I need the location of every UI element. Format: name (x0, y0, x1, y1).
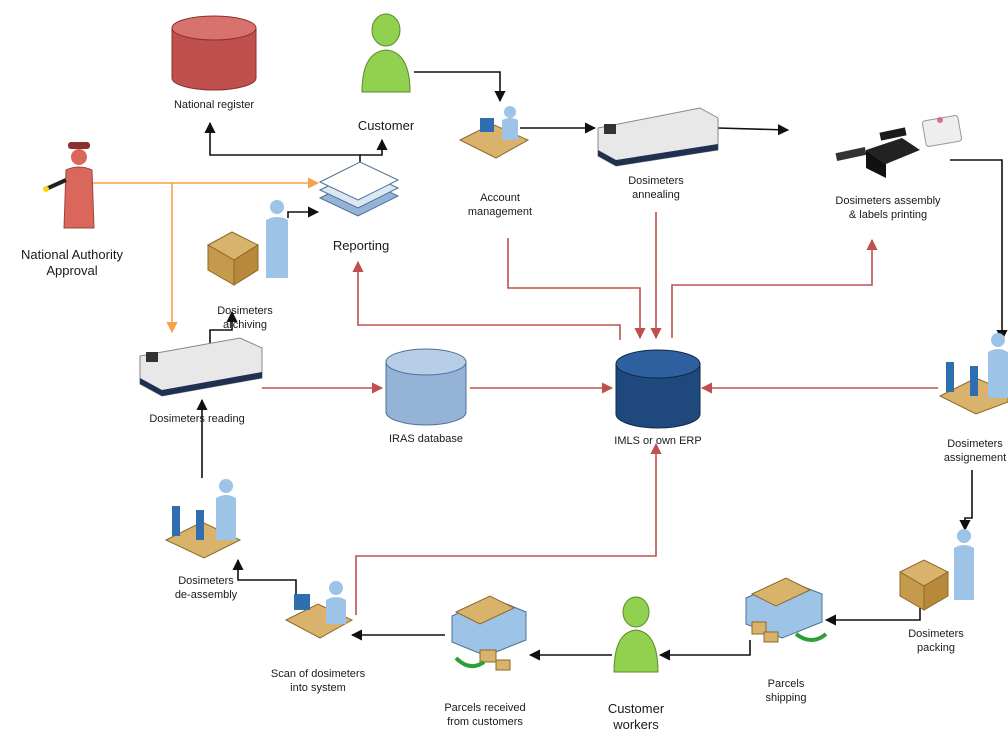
assignement-worker-icon (938, 333, 1008, 415)
label-customer: Customer (357, 118, 415, 133)
parcels-shipping-truck-icon (745, 577, 828, 643)
national-register-database (171, 15, 257, 91)
label-national-authority: National Authority Approval (21, 247, 123, 278)
edge-scan-deassembly (232, 558, 297, 600)
label-assembly: Dosimeters assembly & labels printing (835, 195, 941, 221)
assembly-kit-icon (835, 115, 963, 178)
label-account-management: Account management (467, 192, 533, 218)
scan-worker-icon (284, 581, 354, 639)
reporting-documents-icon (318, 161, 400, 217)
edge-reporting-customer (360, 138, 388, 156)
label-iras-database: IRAS database (389, 433, 463, 445)
packing-worker-icon (898, 529, 974, 611)
label-national-register: National register (173, 99, 255, 111)
edge-scan-imls (355, 442, 662, 615)
reading-machine-icon (139, 337, 263, 397)
label-parcels-received: Parcels received from customers (444, 702, 526, 728)
imls-database (615, 349, 701, 429)
edge-reading-archiving (209, 310, 238, 348)
edge-assignement-packing (959, 470, 973, 532)
label-archiving: Dosimeters archiving (217, 305, 273, 331)
edge-imls-assembly (671, 238, 878, 338)
annealing-machine-icon (597, 107, 719, 167)
label-reporting: Reporting (332, 238, 390, 253)
edge-packing-shipping (824, 608, 921, 626)
label-assignement: Dosimeters assignement (943, 438, 1007, 464)
edge-customer-account (414, 71, 506, 103)
deassembly-worker-icon (164, 479, 242, 559)
customer-person-icon (361, 13, 411, 93)
label-scan: Scan of dosimeters into system (270, 668, 366, 694)
label-customer-workers: Customer workers (607, 701, 665, 732)
flow-lines (92, 71, 1008, 661)
archiving-worker-icon (206, 200, 288, 286)
edge-archiving-reporting (287, 206, 320, 218)
edge-imls-reporting (352, 260, 621, 340)
account-management-worker-icon (458, 106, 530, 159)
national-authority-officer-icon (43, 142, 95, 229)
label-annealing: Dosimeters annealing (628, 175, 684, 201)
edge-assembly-assignement (950, 159, 1008, 342)
label-imls: IMLS or own ERP (614, 435, 702, 447)
customer-workers-person-icon (613, 596, 659, 673)
edge-annealing-assembly (717, 124, 790, 136)
iras-database (385, 348, 467, 426)
label-reading: Dosimeters reading (149, 413, 245, 425)
edge-account-imls (507, 238, 646, 340)
label-deassembly: Dosimeters de-assembly (174, 575, 238, 601)
label-packing: Dosimeters packing (908, 628, 964, 654)
label-parcels-shipping: Parcels shipping (765, 678, 807, 704)
parcels-received-truck-icon (451, 595, 527, 671)
edge-shipping-workers (658, 640, 751, 661)
